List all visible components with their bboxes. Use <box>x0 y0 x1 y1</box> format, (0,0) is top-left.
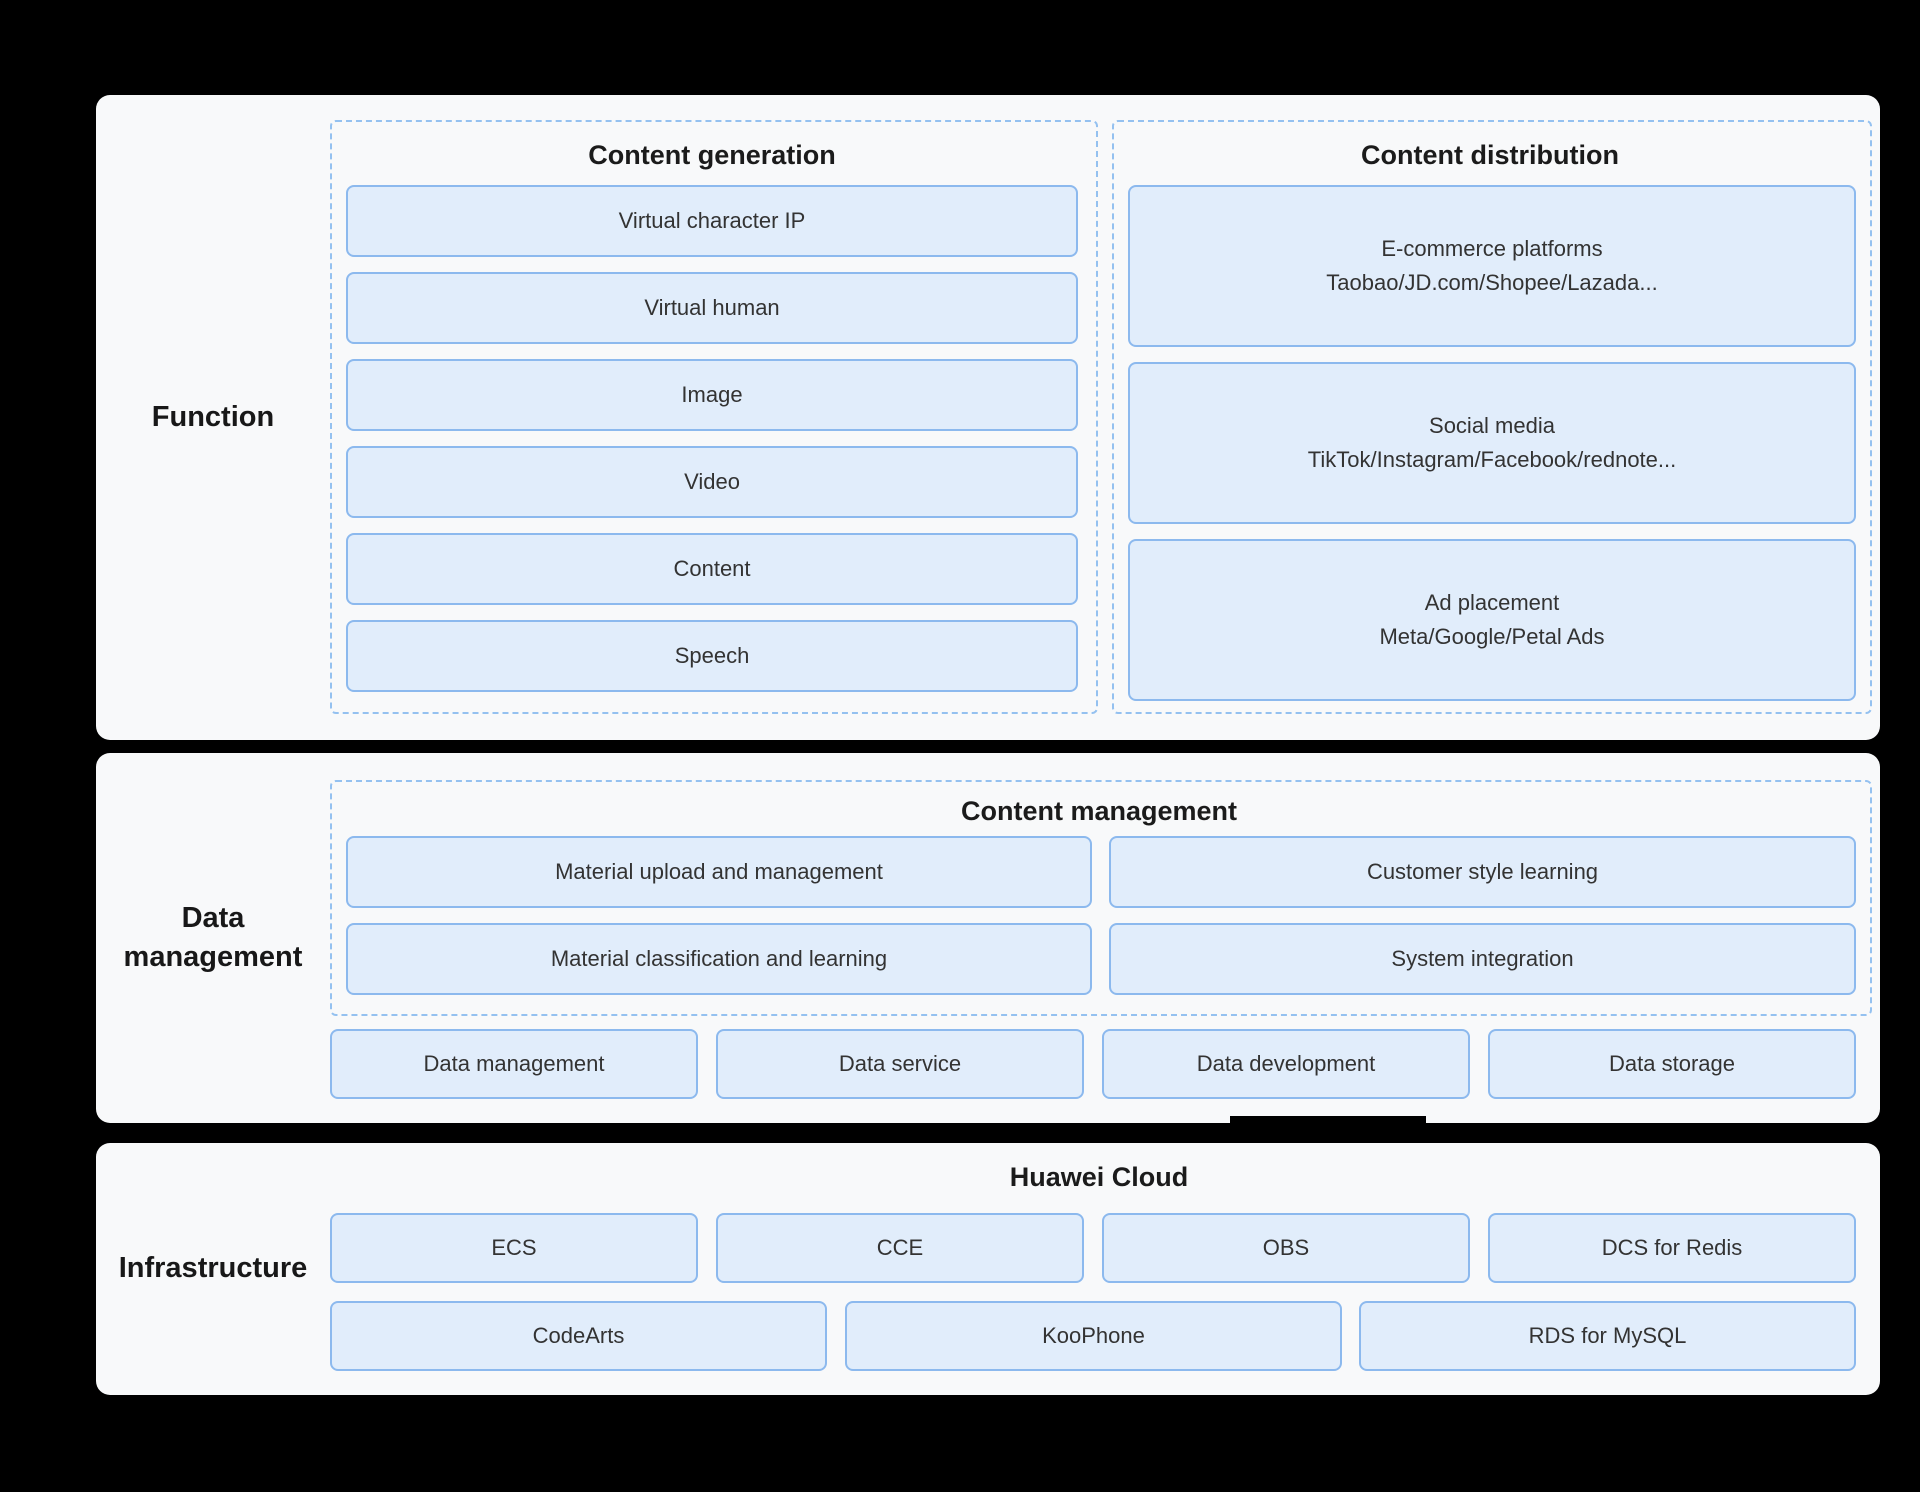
box-codearts: CodeArts <box>330 1301 827 1371</box>
content-distribution-group <box>1112 120 1872 714</box>
box-material-classification-and-learning: Material classification and learning <box>346 923 1092 995</box>
huawei-cloud-title: Huawei Cloud <box>1009 1162 1189 1192</box>
box-virtual-character-ip: Virtual character IP <box>346 185 1078 257</box>
box-image: Image <box>346 359 1078 431</box>
content-generation-title: Content generation <box>588 140 836 170</box>
content-generation-group <box>330 120 1098 714</box>
box-social-media-line1: Social media <box>1429 413 1555 438</box>
box-data-service: Data service <box>716 1029 1084 1099</box>
box-ad-placement-line1: Ad placement <box>1424 590 1560 615</box>
box-video: Video <box>346 446 1078 518</box>
box-ecs: ECS <box>330 1213 698 1283</box>
box-social-media: Social media TikTok/Instagram/Facebook/r… <box>1128 362 1856 524</box>
box-material-upload-and-management: Material upload and management <box>346 836 1092 908</box>
panel-bottom-notch <box>1230 1116 1426 1124</box>
box-obs: OBS <box>1102 1213 1470 1283</box>
box-rds-for-mysql: RDS for MySQL <box>1359 1301 1856 1371</box>
box-system-integration: System integration <box>1109 923 1856 995</box>
box-ecommerce-platforms: E-commerce platforms Taobao/JD.com/Shope… <box>1128 185 1856 347</box>
box-customer-style-learning: Customer style learning <box>1109 836 1856 908</box>
infrastructure-section-label: Infrastructure <box>96 1143 330 1395</box>
content-management-group <box>330 780 1872 1016</box>
box-ecommerce-platforms-line1: E-commerce platforms <box>1381 236 1603 261</box>
data-management-section-label: Data management <box>96 753 330 1123</box>
box-data-management: Data management <box>330 1029 698 1099</box>
box-content: Content <box>346 533 1078 605</box>
function-section-label-text: Function <box>151 400 275 433</box>
content-distribution-title: Content distribution <box>1361 140 1619 170</box>
content-management-title: Content management <box>960 796 1238 826</box>
box-ad-placement-line2: Meta/Google/Petal Ads <box>1379 624 1605 649</box>
box-social-media-line2: TikTok/Instagram/Facebook/rednote... <box>1307 447 1677 472</box>
box-speech: Speech <box>346 620 1078 692</box>
box-cce: CCE <box>716 1213 1084 1283</box>
box-data-storage: Data storage <box>1488 1029 1856 1099</box>
function-section-label: Function <box>96 95 330 740</box>
box-dcs-for-redis: DCS for Redis <box>1488 1213 1856 1283</box>
infrastructure-section-label-text: Infrastructure <box>118 1252 308 1285</box>
data-management-label-line2: management <box>123 941 303 973</box>
box-ad-placement: Ad placement Meta/Google/Petal Ads <box>1128 539 1856 701</box>
box-data-development: Data development <box>1102 1029 1470 1099</box>
box-koophone: KooPhone <box>845 1301 1342 1371</box>
data-management-label-line1: Data <box>181 901 245 934</box>
box-ecommerce-platforms-line2: Taobao/JD.com/Shopee/Lazada... <box>1326 270 1658 295</box>
box-virtual-human: Virtual human <box>346 272 1078 344</box>
